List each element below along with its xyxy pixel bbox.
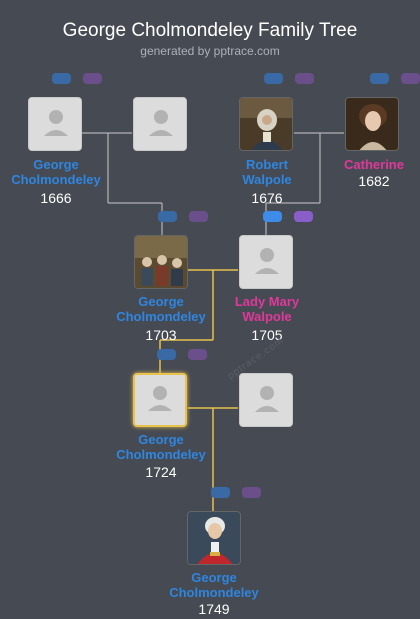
person-card-spouse-unknown[interactable]	[239, 373, 293, 427]
person-year: 1666	[40, 190, 72, 206]
mother-toggle-icon[interactable]	[295, 73, 314, 84]
portrait-image	[135, 236, 187, 288]
mother-toggle-icon[interactable]	[83, 73, 102, 84]
mother-toggle-icon[interactable]	[188, 349, 207, 360]
person-year: 1703	[145, 327, 177, 343]
mother-toggle-icon[interactable]	[294, 211, 313, 222]
portrait-image	[188, 512, 240, 564]
person-year: 1682	[358, 173, 390, 189]
father-toggle-icon[interactable]	[157, 349, 176, 360]
person-card-lady-mary-walpole[interactable]	[239, 235, 293, 289]
person-card-spouse-unknown[interactable]	[133, 97, 187, 151]
avatar-placeholder-icon	[255, 386, 279, 412]
person-card-george-1749[interactable]	[187, 511, 241, 565]
portrait-image	[346, 98, 398, 150]
mother-toggle-icon[interactable]	[401, 73, 420, 84]
avatar-placeholder-icon	[44, 110, 68, 136]
person-card-catherine[interactable]	[345, 97, 399, 151]
father-toggle-icon[interactable]	[263, 211, 282, 222]
avatar-placeholder-icon	[148, 386, 172, 411]
portrait-image	[240, 98, 292, 150]
person-card-george-1703[interactable]	[134, 235, 188, 289]
avatar-placeholder-icon	[255, 248, 279, 274]
mother-toggle-icon[interactable]	[189, 211, 208, 222]
father-toggle-icon[interactable]	[52, 73, 71, 84]
person-year: 1705	[251, 327, 283, 343]
person-name[interactable]: Catherine	[344, 157, 404, 172]
person-year: 1676	[251, 190, 283, 206]
father-toggle-icon[interactable]	[264, 73, 283, 84]
father-toggle-icon[interactable]	[158, 211, 177, 222]
person-year: 1749	[198, 601, 230, 617]
father-toggle-icon[interactable]	[211, 487, 230, 498]
mother-toggle-icon[interactable]	[242, 487, 261, 498]
avatar-placeholder-icon	[149, 110, 173, 136]
person-card-george-1666[interactable]	[28, 97, 82, 151]
person-card-robert-walpole[interactable]	[239, 97, 293, 151]
father-toggle-icon[interactable]	[370, 73, 389, 84]
person-year: 1724	[145, 464, 177, 480]
page-title: George Cholmondeley Family Tree	[62, 20, 358, 41]
page-subtitle: generated by pptrace.com	[140, 44, 280, 58]
person-card-george-1724[interactable]	[133, 373, 187, 427]
